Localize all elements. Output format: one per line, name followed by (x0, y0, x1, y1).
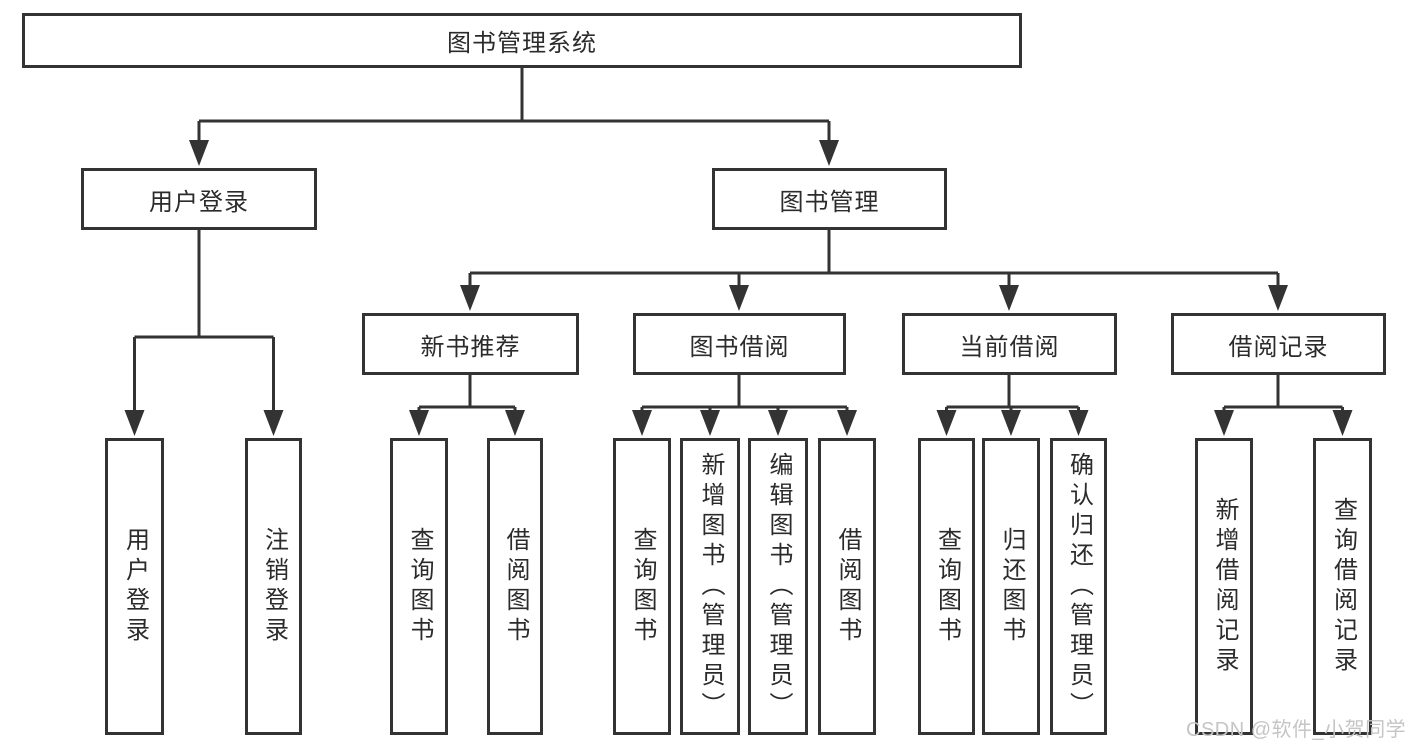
leaf-borrow-query-books-label: 查询图书 (629, 526, 656, 647)
node-borrow-records: 借阅记录 (1171, 313, 1386, 375)
leaf-user-login: 用户登录 (105, 438, 164, 735)
leaf-add-books-admin: 新增图书（管理员） (680, 438, 740, 735)
arrowheads-new-book-recommend-branch (409, 410, 525, 436)
connector-book-borrow-branch (640, 375, 849, 412)
leaf-edit-books-admin-label: 编辑图书（管理员） (765, 451, 792, 722)
leaf-recommend-query-books: 查询图书 (390, 438, 448, 735)
leaf-recommend-borrow-books: 借阅图书 (487, 438, 543, 735)
node-current-borrow: 当前借阅 (902, 313, 1117, 375)
leaf-query-borrow-record: 查询借阅记录 (1313, 438, 1372, 735)
leaf-borrow-books-label: 借阅图书 (834, 526, 861, 647)
leaf-add-borrow-record-label: 新增借阅记录 (1211, 496, 1238, 677)
leaf-edit-books-admin: 编辑图书（管理员） (748, 438, 808, 735)
leaf-return-books: 归还图书 (982, 438, 1040, 735)
arrowheads-book-borrow-branch (632, 410, 857, 436)
leaf-borrow-query-books: 查询图书 (613, 438, 671, 735)
node-book-borrow: 图书借阅 (633, 313, 846, 375)
node-library-system: 图书管理系统 (22, 13, 1022, 68)
leaf-current-query-books: 查询图书 (918, 438, 975, 735)
leaf-logout-label: 注销登录 (260, 526, 288, 647)
connector-user-login-branch (133, 230, 275, 412)
connector-borrow-records-branch (1222, 375, 1344, 412)
leaf-add-books-admin-label: 新增图书（管理员） (697, 451, 724, 722)
leaf-user-login-label: 用户登录 (121, 526, 149, 647)
node-new-book-recommend: 新书推荐 (362, 313, 579, 375)
leaf-current-query-books-label: 查询图书 (933, 526, 961, 647)
leaf-borrow-books: 借阅图书 (818, 438, 876, 735)
arrowheads-book-management-branch (460, 285, 1288, 311)
leaf-recommend-borrow-books-label: 借阅图书 (502, 526, 529, 647)
watermark: CSDN @软件_小贺同学 (1186, 719, 1405, 741)
leaf-confirm-return-admin-label: 确认归还（管理员） (1065, 451, 1093, 722)
leaf-query-borrow-record-label: 查询借阅记录 (1329, 496, 1357, 677)
arrowheads-user-login-branch (124, 410, 284, 436)
node-user-login: 用户登录 (81, 168, 317, 230)
leaf-logout: 注销登录 (245, 438, 302, 735)
arrowheads-borrow-records-branch (1214, 410, 1353, 436)
arrowheads-current-borrow-branch (936, 410, 1089, 436)
node-book-management: 图书管理 (712, 168, 947, 230)
leaf-recommend-query-books-label: 查询图书 (406, 526, 433, 647)
connector-new-book-recommend-branch (417, 375, 517, 412)
leaf-confirm-return-admin: 确认归还（管理员） (1050, 438, 1107, 735)
connector-root-branch (197, 68, 831, 142)
connector-current-borrow-branch (945, 375, 1080, 412)
arrowheads-root-branch (189, 140, 839, 166)
leaf-return-books-label: 归还图书 (998, 526, 1025, 647)
connector-book-management-branch (468, 230, 1280, 287)
leaf-add-borrow-record: 新增借阅记录 (1195, 438, 1253, 735)
